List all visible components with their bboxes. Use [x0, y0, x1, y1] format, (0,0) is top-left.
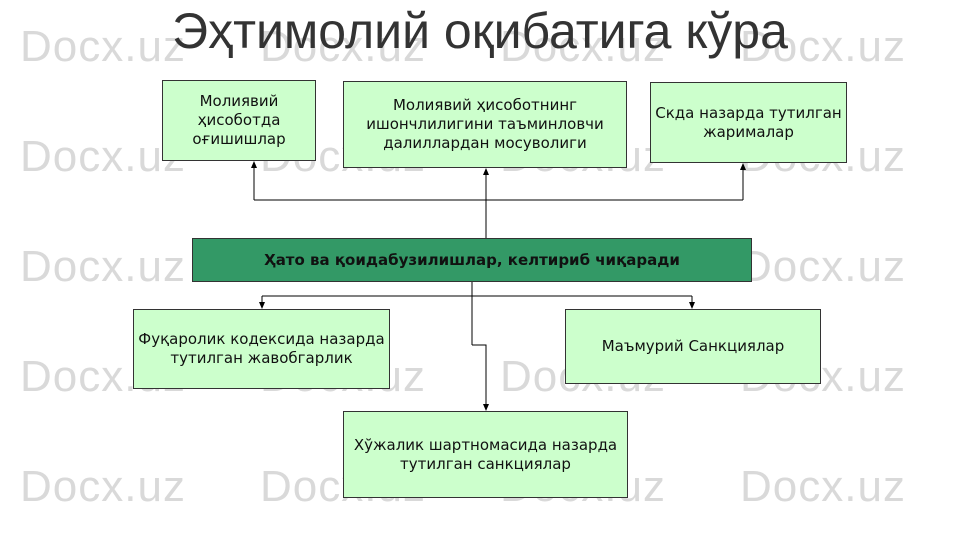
watermark: Docx.uz	[20, 132, 186, 181]
watermark: Docx.uz	[20, 242, 186, 291]
box-bottom-right: Маъмурий Санкциялар	[565, 309, 821, 384]
watermark: Docx.uz	[500, 22, 666, 71]
box-top-left: Молиявий ҳисоботда оғишишлар	[162, 80, 316, 161]
box-main: Ҳато ва қоидабузилишлар, келтириб чиқара…	[192, 238, 752, 282]
watermark: Docx.uz	[20, 22, 186, 71]
watermark: Docx.uz	[260, 22, 426, 71]
watermark: Docx.uz	[20, 462, 186, 511]
box-bottom-center: Хўжалик шартномасида назарда тутилган са…	[343, 411, 628, 498]
page-title: Эҳтимолий оқибатига кўра	[172, 3, 788, 59]
watermark: Docx.uz	[740, 462, 906, 511]
arrow-to-bottom-center	[472, 344, 487, 409]
box-bottom-left: Фуқаролик кодексида назарда тутилган жав…	[133, 309, 390, 389]
watermark: Docx.uz	[740, 242, 906, 291]
watermark: Docx.uz	[740, 22, 906, 71]
box-top-right: Скда назарда тутилган жарималар	[650, 82, 847, 163]
box-top-center: Молиявий ҳисоботнинг ишончлилигини таъми…	[343, 81, 627, 168]
